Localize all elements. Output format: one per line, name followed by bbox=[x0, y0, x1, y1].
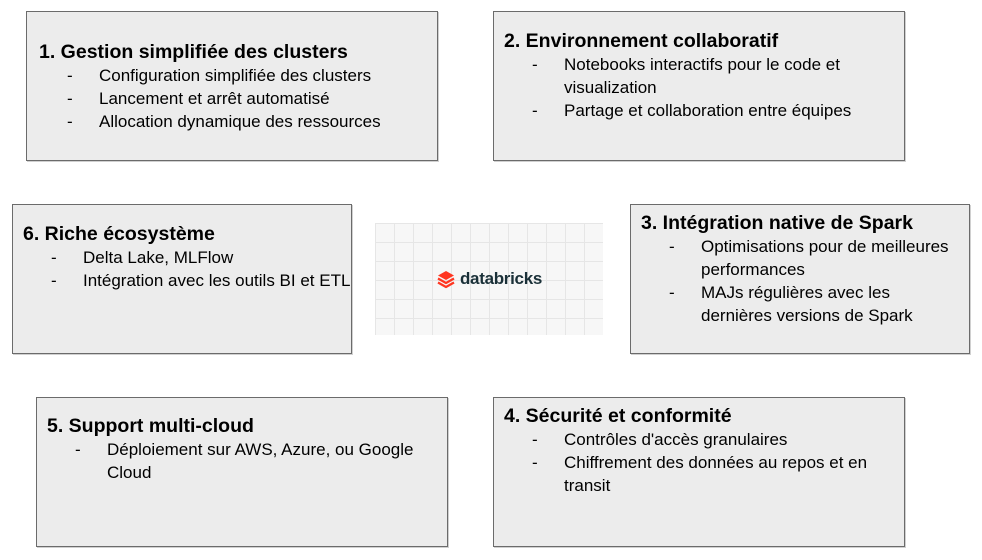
bullet-list: -Contrôles d'accès granulaires -Chiffrem… bbox=[504, 428, 904, 497]
box-title: 6. Riche écosystème bbox=[23, 223, 215, 245]
databricks-logo: databricks bbox=[436, 269, 542, 289]
bullet-list: -Delta Lake, MLFlow -Intégration avec le… bbox=[23, 246, 351, 292]
bullet-list: -Déploiement sur AWS, Azure, ou Google C… bbox=[47, 438, 447, 484]
list-item: -Déploiement sur AWS, Azure, ou Google C… bbox=[75, 440, 414, 482]
box-title: 3. Intégration native de Spark bbox=[641, 212, 913, 234]
box-title: 4. Sécurité et conformité bbox=[504, 405, 732, 427]
logo-wordmark: databricks bbox=[459, 269, 543, 288]
list-item: -Optimisations pour de meilleures perfor… bbox=[669, 237, 949, 279]
list-item: -Intégration avec les outils BI et ETL bbox=[51, 271, 351, 290]
list-item: -MAJs régulières avec les dernières vers… bbox=[669, 283, 913, 325]
list-item: -Delta Lake, MLFlow bbox=[51, 248, 234, 267]
list-item: -Configuration simplifiée des clusters bbox=[67, 66, 372, 85]
feature-box-spark-integration: 3. Intégration native de Spark -Optimisa… bbox=[630, 204, 970, 354]
bullet-list: -Optimisations pour de meilleures perfor… bbox=[641, 235, 969, 327]
list-item: -Partage et collaboration entre équipes bbox=[532, 101, 852, 120]
box-title: 2. Environnement collaboratif bbox=[504, 30, 779, 52]
bullet-list: -Notebooks interactifs pour le code et v… bbox=[504, 53, 904, 122]
box-title: 5. Support multi-cloud bbox=[47, 415, 254, 437]
list-item: -Lancement et arrêt automatisé bbox=[67, 89, 330, 108]
list-item: -Notebooks interactifs pour le code et v… bbox=[532, 55, 840, 97]
feature-box-rich-ecosystem: 6. Riche écosystème -Delta Lake, MLFlow … bbox=[12, 204, 352, 354]
feature-box-multi-cloud: 5. Support multi-cloud -Déploiement sur … bbox=[36, 397, 448, 547]
databricks-layers-icon bbox=[437, 271, 455, 289]
bullet-list: -Configuration simplifiée des clusters -… bbox=[39, 64, 437, 133]
feature-box-security-compliance: 4. Sécurité et conformité -Contrôles d'a… bbox=[493, 397, 905, 547]
list-item: -Chiffrement des données au repos et en … bbox=[532, 453, 868, 495]
list-item: -Contrôles d'accès granulaires bbox=[532, 430, 788, 449]
list-item: -Allocation dynamique des ressources bbox=[67, 112, 381, 131]
databricks-logo-panel: databricks bbox=[375, 223, 603, 335]
box-title: 1. Gestion simplifiée des clusters bbox=[39, 41, 348, 63]
feature-box-collaborative-environment: 2. Environnement collaboratif -Notebooks… bbox=[493, 11, 905, 161]
feature-box-cluster-management: 1. Gestion simplifiée des clusters -Conf… bbox=[26, 11, 438, 161]
